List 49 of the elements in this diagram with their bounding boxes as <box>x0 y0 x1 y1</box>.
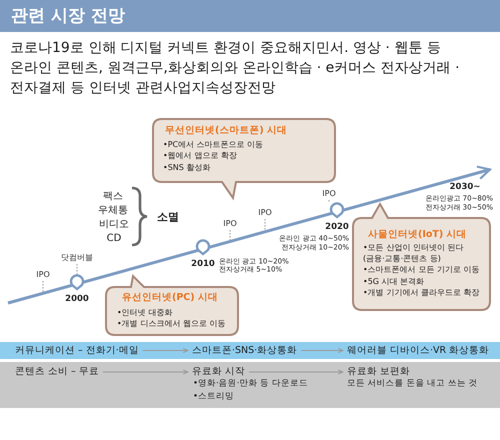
stage-label: 유료화 시작 <box>192 366 246 378</box>
leader-line <box>42 280 44 292</box>
callout-box <box>105 275 239 336</box>
event-label: IPO <box>322 189 336 199</box>
medium-label: 우체통 <box>98 205 128 217</box>
leader-line <box>264 218 266 230</box>
leader-line <box>76 264 78 275</box>
bullet-item: •개별 디스크에서 웹으로 이동 <box>117 319 226 330</box>
stage-label: 유료화 보편화 <box>347 366 410 378</box>
medium-label: CD <box>106 233 122 245</box>
bullet-item: •웹에서 앱으로 확장 <box>163 151 237 162</box>
bullet-item: •개별 기기에서 클라우드로 확장 <box>363 288 480 298</box>
callout-title: 유선인터넷(PC) 시대 <box>122 292 218 304</box>
band <box>0 362 500 408</box>
event-label: 닷컴버블 <box>61 253 93 263</box>
stage-label: 커뮤니케이션 – 전화기·메일 <box>15 344 139 356</box>
bullet-item: •모든 산업이 인터넷이 된다 (금융·교통·콘텐츠 등) <box>363 243 464 264</box>
callout-title: 사물인터넷(IoT) 시대 <box>368 229 467 241</box>
band <box>0 342 500 359</box>
brace-label: 소멸 <box>157 210 179 224</box>
year-label: 2010 <box>191 259 215 270</box>
stage-note: 모든 서비스를 돈을 내고 쓰는 것 <box>347 378 478 390</box>
bullet-item: •PC에서 스마트폰으로 이동 <box>163 140 264 150</box>
intro-text: 코로나19로 인해 디지털 커넥트 환경이 중요해지민서. 영상 · 웹툰 등 온라인 콘텐츠, 원격근무,화상회의와 온라인학습 · e커머스 전자상거래 · 전자결제 등 인터넷 관련사업지속성장전망 <box>10 39 461 98</box>
stage-label: 콘텐츠 소비 – 무료 <box>15 366 99 378</box>
arrow <box>249 369 344 375</box>
callout-box <box>152 118 336 199</box>
bullet-item: •5G 시대 본격화 <box>363 277 424 288</box>
stage-note: •스트리밍 <box>193 391 234 402</box>
stage-note: •영화·음원·만화 등 다운로드 <box>193 378 308 390</box>
callout-title: 무선인터넷(스마트폰) 시대 <box>165 125 287 137</box>
year-label: 2000 <box>65 294 89 305</box>
arrow <box>142 348 188 354</box>
medium-label: 팩스 <box>103 191 123 203</box>
stage-label: 스마트폰·SNS·화상통화 <box>192 344 298 356</box>
event-label: IPO <box>223 219 237 229</box>
arrow <box>301 348 344 354</box>
event-label: IPO <box>258 208 272 218</box>
arrow <box>102 369 188 375</box>
callout-box <box>352 203 491 311</box>
bullet-item: •SNS 활성화 <box>163 163 210 174</box>
bullet-item: •인터넷 대중화 <box>117 308 172 318</box>
stage-label: 웨어러블 디바이스·VR 화상통화 <box>347 344 490 356</box>
medium-label: 비디오 <box>99 219 129 231</box>
bullet-item: •스마트폰에서 모든 기기로 이동 <box>363 265 480 276</box>
year-label: 2020 <box>325 222 349 233</box>
event-label: IPO <box>36 270 50 280</box>
title: 관련 시장 전망 <box>11 6 125 26</box>
year-label: 2030~ <box>450 182 480 192</box>
